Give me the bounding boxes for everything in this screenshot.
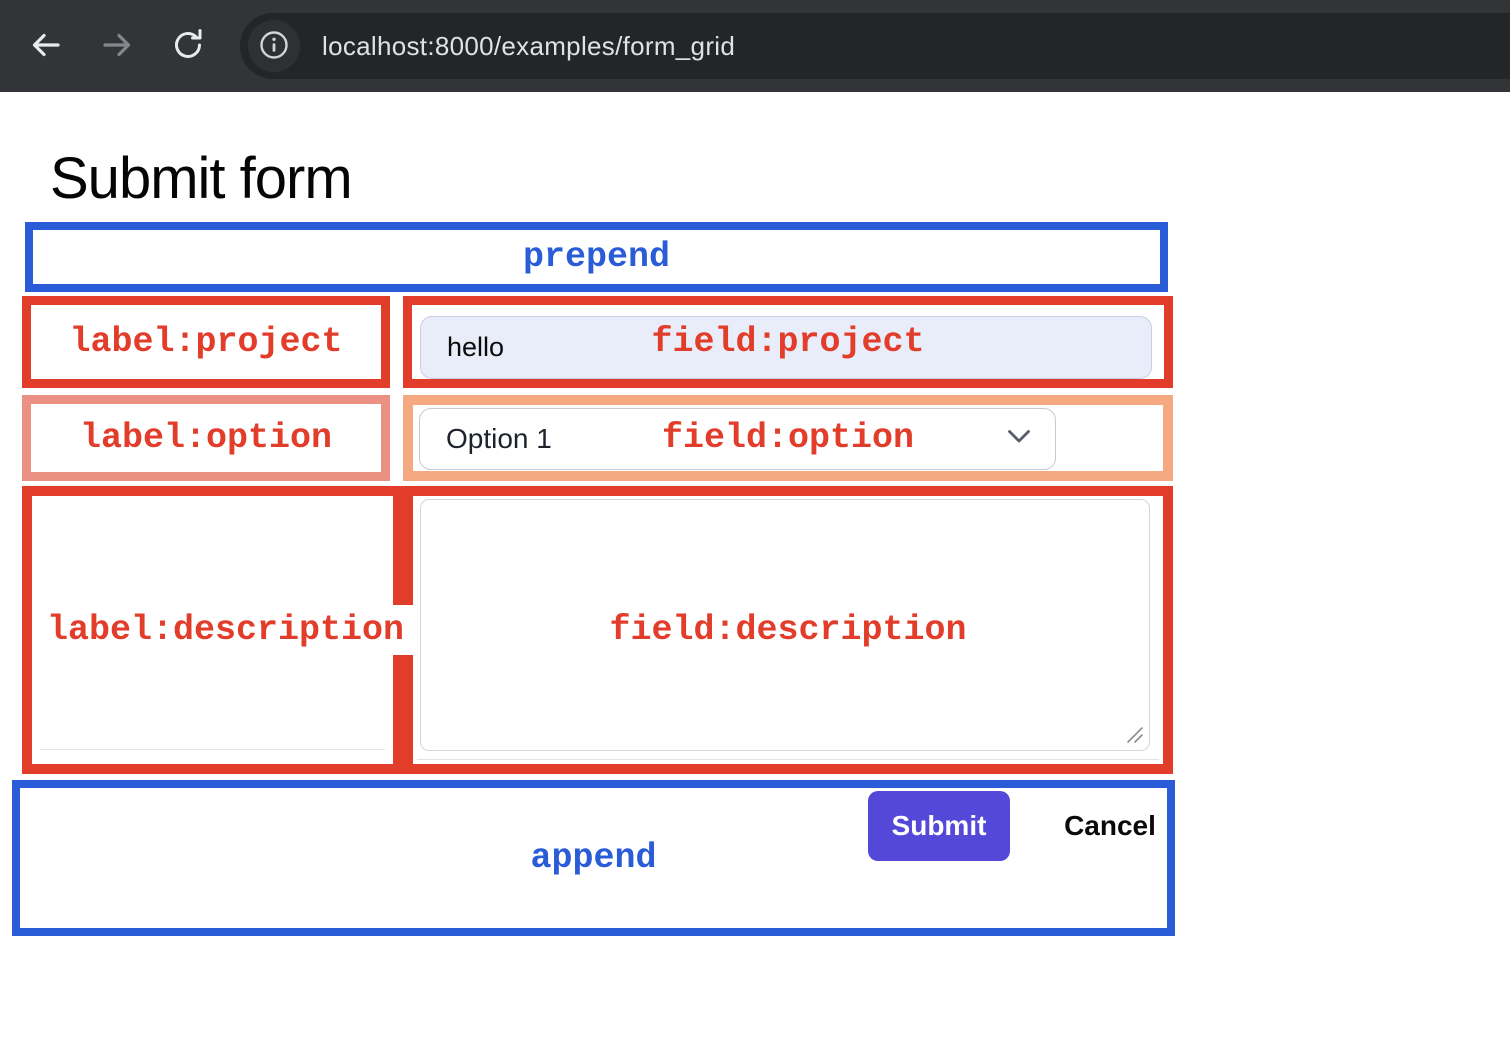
label-cell-project: label:project [22, 296, 390, 388]
reload-button[interactable] [166, 24, 210, 68]
prepend-slot-overlay: prepend [25, 222, 1168, 292]
option-select-value: Option 1 [446, 423, 552, 454]
info-icon [257, 28, 291, 65]
reload-icon [169, 26, 207, 67]
forward-button[interactable] [95, 24, 139, 68]
field-cell-project: field:project [403, 296, 1173, 388]
url-bar[interactable]: localhost:8000/examples/form_grid [240, 13, 1510, 79]
cancel-button[interactable]: Cancel [1050, 791, 1170, 861]
url-text[interactable]: localhost:8000/examples/form_grid [322, 30, 736, 61]
chevron-down-icon [1007, 429, 1031, 449]
append-overlay-label: append [530, 838, 657, 878]
back-button[interactable] [24, 24, 68, 68]
field-cell-option: Option 1 field:option [403, 395, 1173, 481]
forward-arrow-icon [98, 26, 136, 67]
row-bottom-divider [417, 759, 1159, 760]
option-select[interactable]: Option 1 [419, 408, 1056, 470]
label-cell-option: label:option [22, 395, 390, 481]
submit-button[interactable]: Submit [868, 791, 1010, 861]
label-project-overlay: label:project [69, 322, 343, 362]
row-bottom-divider [40, 749, 385, 750]
page-title: Submit form [50, 146, 353, 211]
resize-handle-icon[interactable] [1126, 726, 1144, 749]
browser-toolbar: localhost:8000/examples/form_grid [0, 0, 1510, 92]
field-cell-description: field:description [403, 486, 1173, 774]
label-option-overlay: label:option [79, 418, 333, 458]
description-textarea[interactable] [420, 499, 1150, 751]
label-cell-description: label:description [22, 486, 419, 774]
append-slot-overlay: append Submit Cancel [12, 780, 1175, 936]
prepend-overlay-label: prepend [522, 237, 671, 277]
label-description-overlay: label:description [45, 605, 419, 655]
site-info-button[interactable] [248, 20, 300, 72]
back-arrow-icon [27, 26, 65, 67]
project-text-input[interactable] [420, 316, 1152, 379]
